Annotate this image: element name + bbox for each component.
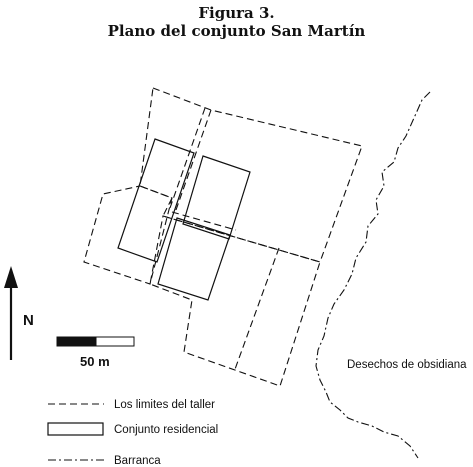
legend: Los limites del taller Conjunto residenc… (47, 399, 218, 467)
obsidian-debris-label: Desechos de obsidiana (347, 359, 467, 371)
workshop-divider-3 (233, 247, 280, 373)
workshop-divider-1 (175, 109, 212, 211)
legend-rect-symbol (47, 422, 104, 436)
residential-compound-3 (157, 217, 231, 301)
residential-compound-1 (117, 138, 195, 263)
scale-label: 50 m (80, 354, 110, 369)
legend-label-residential: Conjunto residencial (114, 424, 218, 436)
figure-subtitle: Plano del conjunto San Martín (107, 22, 366, 40)
barranca-line (315, 91, 431, 459)
residential-compounds (117, 138, 251, 301)
workshop-boundary-north (139, 87, 363, 263)
workshop-divider-4 (171, 211, 237, 231)
residential-compound-2 (182, 155, 251, 240)
north-label: N (23, 312, 34, 329)
north-arrow (4, 266, 18, 360)
figure-title: Figura 3. (198, 4, 275, 22)
workshop-boundary-west (83, 185, 173, 285)
legend-label-barranca: Barranca (114, 455, 161, 467)
workshop-boundaries (83, 87, 363, 387)
workshop-boundary-south (149, 215, 321, 387)
north-arrow-icon (4, 266, 18, 288)
scale-bar (56, 336, 135, 347)
legend-label-workshop: Los limites del taller (114, 399, 215, 411)
workshop-divider-2 (169, 107, 206, 209)
